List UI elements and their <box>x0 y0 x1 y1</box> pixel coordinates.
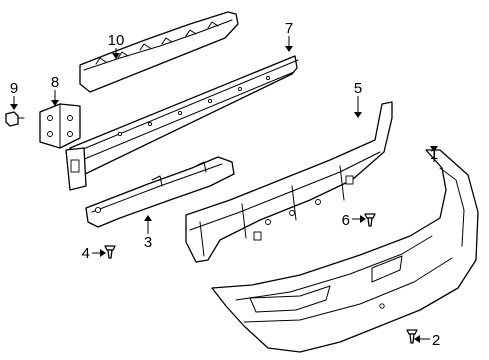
part-push-pin-retainer-lower <box>406 329 418 344</box>
part-upper-absorber <box>79 11 239 93</box>
callout-10: 10 <box>108 32 125 49</box>
arrowhead-6 <box>360 215 366 223</box>
callout-4: 4 <box>82 245 90 262</box>
part-impact-bar <box>65 55 299 191</box>
callout-2: 2 <box>432 332 440 349</box>
callout-6: 6 <box>342 212 350 229</box>
arrowhead-5 <box>354 112 362 118</box>
arrowhead-9 <box>10 104 18 110</box>
callout-labels: 1 2 3 4 5 6 7 8 9 10 <box>10 20 441 349</box>
part-bolt <box>5 111 25 127</box>
part-push-pin-retainer-right <box>364 213 376 227</box>
arrowhead-3 <box>144 215 152 221</box>
arrowhead-7 <box>285 46 293 52</box>
part-mounting-bracket <box>39 103 81 149</box>
callout-1: 1 <box>430 146 438 163</box>
callout-5: 5 <box>354 80 362 97</box>
part-bumper-cover <box>211 149 479 353</box>
part-energy-absorber-foam <box>185 101 393 263</box>
callout-3: 3 <box>144 234 152 251</box>
part-energy-absorber-small <box>85 156 235 228</box>
leader-lines <box>10 36 438 343</box>
callout-9: 9 <box>10 80 18 97</box>
callout-7: 7 <box>285 20 293 37</box>
callout-8: 8 <box>51 74 59 91</box>
arrowhead-2 <box>414 335 420 343</box>
arrowhead-8 <box>51 100 59 106</box>
part-push-pin-retainer-left <box>104 245 116 259</box>
arrowhead-1 <box>430 146 438 152</box>
arrowhead-10 <box>112 53 120 59</box>
arrowhead-4 <box>100 249 106 257</box>
